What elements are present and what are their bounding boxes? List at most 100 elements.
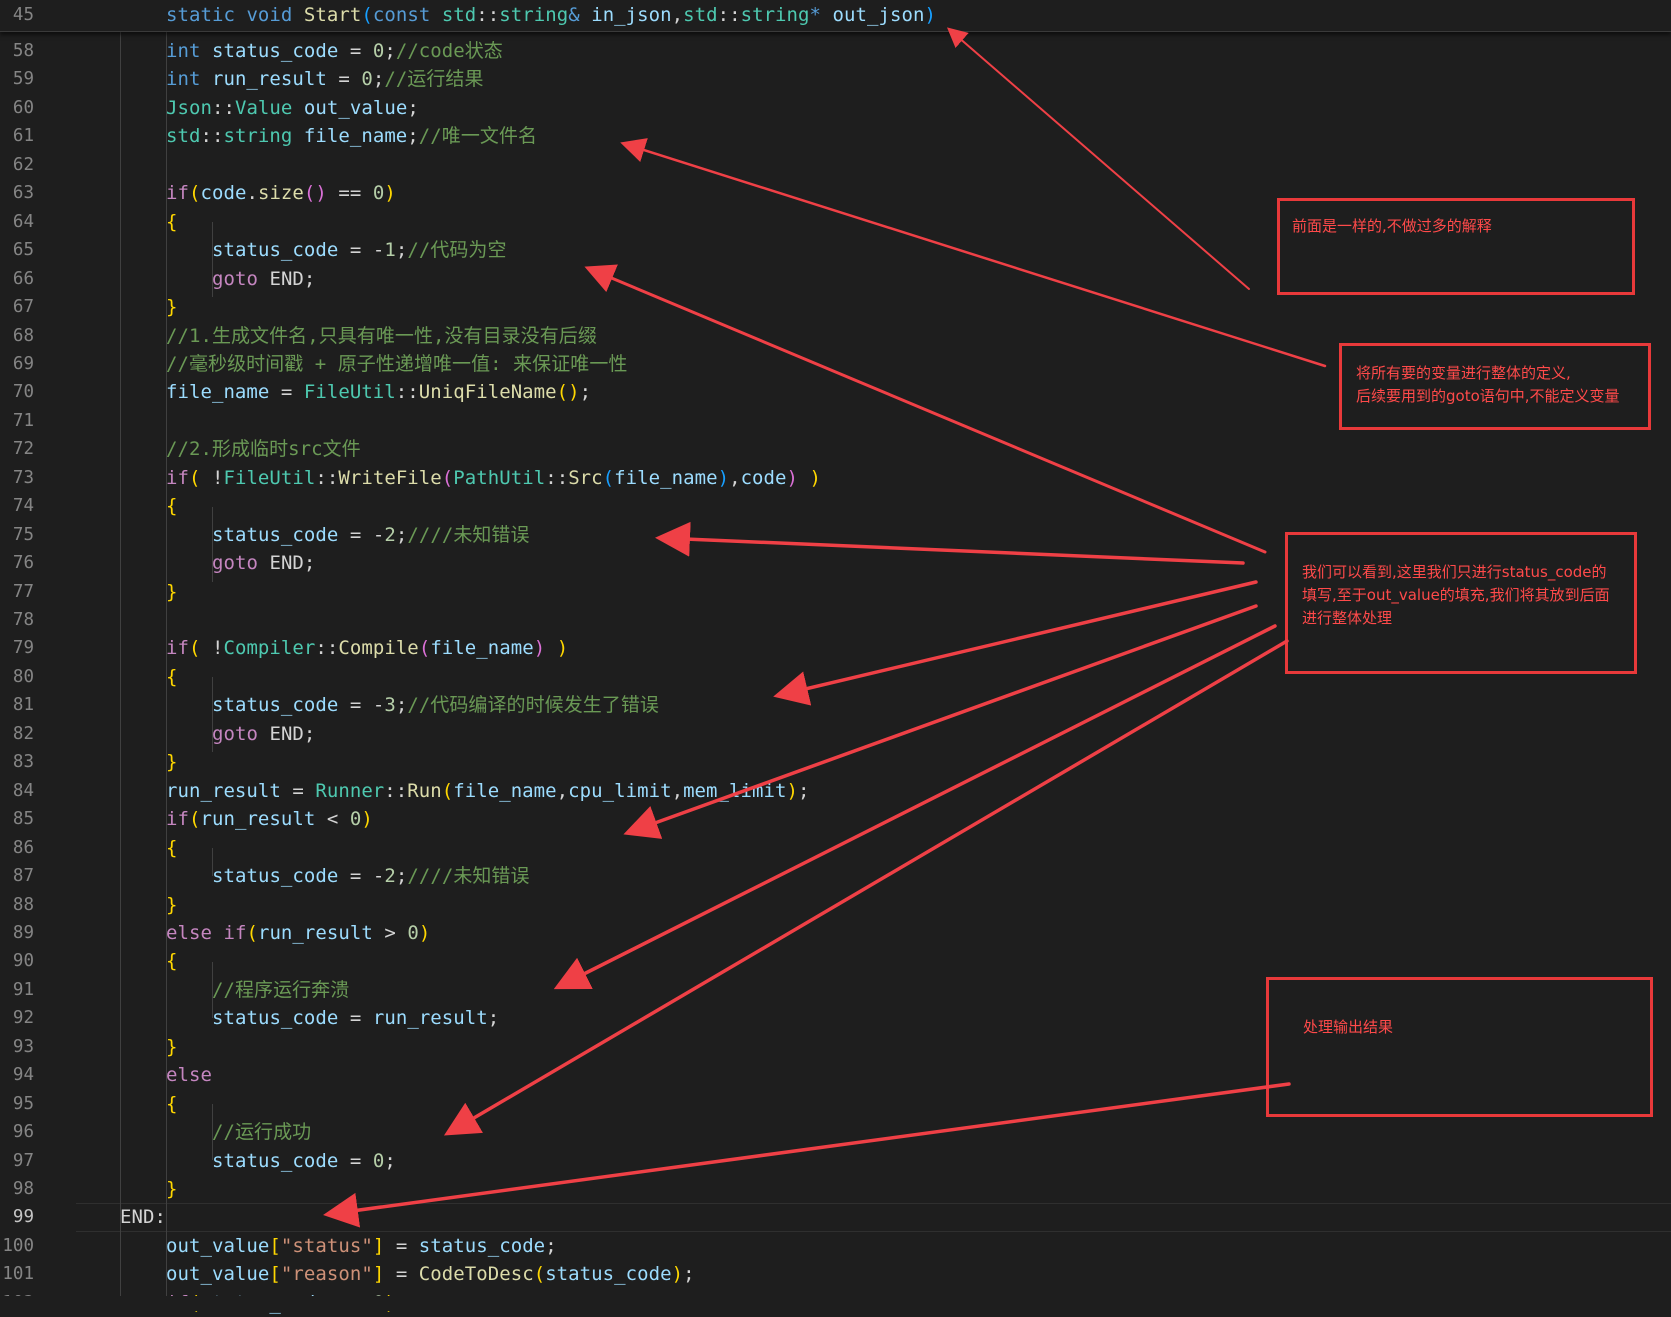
code-line[interactable]: 86{ (0, 834, 1671, 862)
code-token: std (166, 125, 201, 148)
line-number: 62 (12, 154, 34, 175)
code-token: //运行结果 (384, 68, 484, 91)
code-line[interactable]: 77} (0, 578, 1671, 606)
code-token: Json (166, 96, 212, 119)
code-text: goto END; (212, 265, 315, 293)
code-text: else (166, 1061, 212, 1089)
code-line[interactable]: 74{ (0, 492, 1671, 520)
code-line[interactable]: 95{ (0, 1090, 1671, 1118)
code-token: ( (188, 808, 201, 831)
code-token: ; (797, 779, 810, 802)
editor-bottom-edge (0, 1296, 1671, 1311)
code-token: { (166, 495, 178, 518)
sticky-line[interactable]: 45 static void Start(const std::string& … (0, 1, 1671, 29)
code-text: { (166, 663, 178, 691)
line-number: 70 (12, 382, 34, 403)
annotation-box-3: 我们可以看到,这里我们只进行status_code的填写,至于out_value… (1285, 532, 1637, 674)
code-token: FileUtil (223, 466, 316, 489)
code-token: ) (361, 808, 373, 831)
code-token: = - (338, 694, 385, 717)
code-line[interactable]: 70 file_name = FileUtil::UniqFileName(); (0, 378, 1671, 406)
code-line[interactable]: 98} (0, 1175, 1671, 1203)
code-token: ) (809, 466, 822, 489)
annotation-box-4: 处理输出结果 (1266, 977, 1653, 1117)
code-token: if (166, 808, 189, 831)
code-token: Compile (338, 637, 419, 660)
code-token: ; (395, 523, 408, 546)
code-token: //code状态 (395, 40, 503, 62)
code-line[interactable]: 91//程序运行奔溃 (0, 976, 1671, 1004)
code-token: //1.生成文件名,只具有唯一性,没有目录没有后缀 (166, 324, 597, 347)
code-line[interactable]: 71 (0, 407, 1671, 435)
code-token (235, 4, 247, 26)
code-token: = - (338, 239, 385, 262)
sticky-scroll-header[interactable]: 45 static void Start(const std::string& … (0, 0, 1671, 32)
code-line[interactable]: 67} (0, 293, 1671, 321)
sticky-code-text: static void Start(const std::string& in_… (166, 1, 936, 29)
code-token: status_code (545, 1263, 672, 1286)
code-token: = - (338, 523, 385, 546)
code-token: 2 (384, 865, 396, 888)
line-number: 73 (12, 467, 34, 488)
code-token: file_name (303, 125, 408, 148)
code-line[interactable]: 88} (0, 891, 1671, 919)
code-token: goto (212, 267, 258, 290)
code-text: } (166, 891, 178, 919)
code-token: string (223, 125, 293, 148)
code-line[interactable]: 96//运行成功 (0, 1118, 1671, 1146)
code-line[interactable]: 62 (0, 151, 1671, 179)
code-line[interactable]: 93} (0, 1033, 1671, 1061)
code-line[interactable]: 64{ (0, 208, 1671, 236)
line-number: 79 (12, 638, 34, 659)
code-line[interactable]: 68 //1.生成文件名,只具有唯一性,没有目录没有后缀 (0, 322, 1671, 350)
code-line[interactable]: 72//2.形成临时src文件 (0, 435, 1671, 463)
code-token: ( (246, 921, 258, 944)
code-token: = (338, 1007, 373, 1030)
code-token: } (166, 580, 178, 603)
code-line[interactable]: 78 (0, 606, 1671, 634)
code-token: 0 (372, 40, 385, 62)
code-token: run_result (166, 779, 281, 802)
code-token: 3 (384, 694, 396, 717)
code-text: status_code = 0; (212, 1147, 396, 1175)
code-token: //唯一文件名 (418, 125, 538, 148)
line-number: 68 (12, 325, 34, 346)
code-token: * (809, 4, 822, 26)
code-token: 0 (361, 68, 373, 91)
code-line[interactable]: 90{ (0, 947, 1671, 975)
code-token: , (671, 4, 684, 26)
line-number: 78 (12, 610, 34, 630)
code-token: , (671, 779, 684, 802)
code-line[interactable]: 80{ (0, 663, 1671, 691)
code-token: std (441, 4, 477, 26)
code-text: file_name = FileUtil::UniqFileName(); (166, 378, 591, 406)
code-token: = (326, 68, 362, 91)
code-token: "reason" (280, 1263, 373, 1286)
code-token: Runner (315, 779, 385, 802)
code-text: //毫秒级时间戳 + 原子性递增唯一值: 来保证唯一性 (166, 350, 627, 378)
code-line[interactable]: 83} (0, 748, 1671, 776)
code-text: std::string file_name;//唯一文件名 (166, 122, 537, 150)
code-text: else if(run_result > 0) (166, 919, 430, 947)
